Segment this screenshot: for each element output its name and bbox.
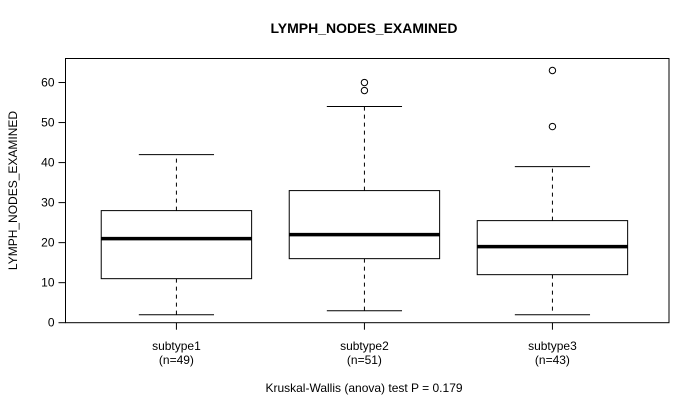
caption: Kruskal-Wallis (anova) test P = 0.179 bbox=[265, 381, 462, 395]
iqr-box bbox=[100, 210, 253, 280]
group-sublabel: (n=49) bbox=[159, 353, 194, 367]
group-label: subtype3 bbox=[528, 339, 577, 353]
group-sublabel: (n=43) bbox=[535, 353, 570, 367]
group-label: subtype2 bbox=[340, 339, 389, 353]
plot-frame bbox=[65, 58, 670, 324]
group-label: subtype1 bbox=[152, 339, 201, 353]
outlier-point bbox=[548, 122, 557, 131]
y-tick-label: 0 bbox=[48, 316, 55, 330]
group-sublabel: (n=51) bbox=[347, 353, 382, 367]
y-tick-label: 40 bbox=[41, 156, 55, 170]
outlier-point bbox=[360, 86, 369, 95]
y-axis-label: LYMPH_NODES_EXAMINED bbox=[6, 111, 20, 270]
y-tick-label: 50 bbox=[41, 116, 55, 130]
y-tick-label: 60 bbox=[41, 76, 55, 90]
y-tick-label: 20 bbox=[41, 236, 55, 250]
iqr-box bbox=[288, 190, 441, 260]
outlier-point bbox=[360, 78, 369, 87]
chart-title: LYMPH_NODES_EXAMINED bbox=[271, 20, 458, 36]
plot-area: 0 10 20 30 40 50 60 subtype1(n=49) subtype2(n=51… bbox=[41, 58, 670, 367]
y-tick-label: 10 bbox=[41, 276, 55, 290]
outlier-point bbox=[548, 66, 557, 75]
y-tick-label: 30 bbox=[41, 196, 55, 210]
